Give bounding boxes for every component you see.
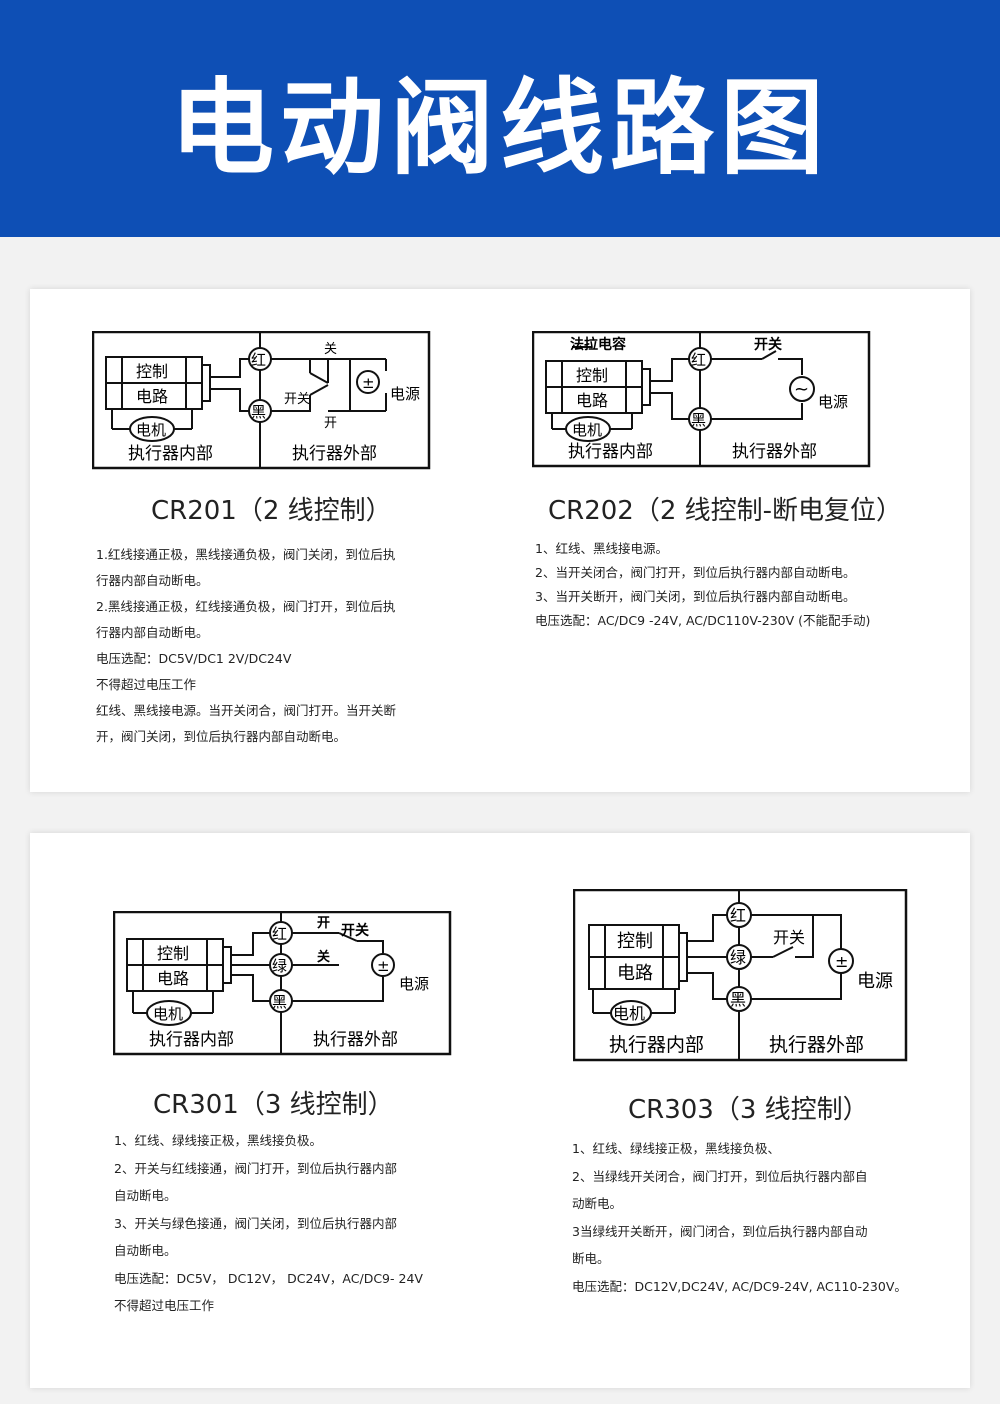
cr303-line: 3当绿线开关断开，阀门闭合，到位后执行器内部自动	[572, 1223, 868, 1239]
circuit-label: 电路	[576, 391, 608, 410]
cr303-line: 1、红线、绿线接正极，黑线接负极、	[572, 1141, 780, 1156]
close-label: 关	[317, 949, 330, 965]
cr201-diagram: 控制 电路 电机 执行器内部 执行器外部 红 黑 关 开 开关 ± 电源	[92, 331, 432, 471]
cr202-diagram-text: 法拉电容 控制 电路 电机 执行器内部 执行器外部 红 黑 开关 ~ 电源	[568, 336, 848, 462]
cr202-line: 2、当开关闭合，阀门打开，到位后执行器内部自动断电。	[535, 565, 856, 580]
motor-label: 电机	[572, 421, 602, 439]
header-banner: 电动阀线路图	[0, 0, 1000, 237]
cr301-title: CR301（3 线控制）	[153, 1090, 394, 1120]
cr201-line: 不得超过电压工作	[96, 677, 197, 692]
cr202-title: CR202（2 线控制-断电复位）	[548, 496, 903, 526]
super-cap-label: 法拉电容	[570, 336, 626, 353]
motor-label: 电机	[613, 1004, 645, 1023]
cr303-line: 电压选配：DC12V,DC24V, AC/DC9-24V, AC110-230V…	[572, 1278, 907, 1294]
ac-power-icon: ~	[794, 379, 809, 400]
red-wire-label: 红	[251, 351, 266, 369]
cr202-description: 1、红线、黑线接电源。 2、当开关闭合，阀门打开，到位后执行器内部自动断电。 3…	[535, 537, 870, 633]
power-label: 电源	[390, 385, 420, 403]
cr301-line: 自动断电。	[114, 1243, 177, 1258]
circuit-label: 电路	[157, 969, 189, 988]
inside-label: 执行器内部	[149, 1030, 234, 1050]
power-label: 电源	[399, 975, 429, 993]
power-label: 电源	[857, 971, 893, 992]
close-label: 关	[324, 342, 337, 357]
circuit-label: 电路	[617, 963, 653, 984]
cr303-diagram: 控制 电路 电机 执行器内部 执行器外部 红 绿 黑 开关 ± 电源	[573, 889, 909, 1063]
cr202-diagram: 法拉电容 控制 电路 电机 执行器内部 执行器外部 红 黑 开关 ~ 电源	[532, 331, 872, 471]
cr303-title: CR303（3 线控制）	[628, 1095, 869, 1125]
switch-label: 开关	[284, 392, 310, 407]
cr301-diagram: 控制 电路 电机 执行器内部 执行器外部 红 绿 黑 开 开关 关 ± 电源	[113, 911, 453, 1057]
control-label: 控制	[136, 362, 168, 381]
cr301-description: 1、红线、绿线接正极，黑线接负极。 2、开关与红线接通，阀门打开，到位后执行器内…	[114, 1127, 423, 1320]
cr202-line: 1、红线、黑线接电源。	[535, 541, 668, 556]
switch-label: 开关	[341, 922, 369, 939]
cr301-line: 不得超过电压工作	[114, 1298, 215, 1313]
black-wire-label: 黑	[251, 403, 266, 421]
motor-label: 电机	[136, 421, 166, 439]
cr303-diagram-text: 控制 电路 电机 执行器内部 执行器外部 红 绿 黑 开关 ± 电源	[609, 906, 893, 1056]
black-wire-label: 黑	[272, 993, 287, 1011]
control-label: 控制	[576, 366, 608, 385]
dc-power-icon: ±	[362, 374, 375, 392]
black-wire-label: 黑	[730, 990, 746, 1009]
control-label: 控制	[617, 931, 653, 952]
outside-label: 执行器外部	[313, 1030, 398, 1050]
wiring-card-bottom: 控制 电路 电机 执行器内部 执行器外部 红 绿 黑 开 开关 关 ± 电源 C…	[30, 833, 970, 1388]
cr301-line: 2、开关与红线接通，阀门打开，到位后执行器内部	[114, 1160, 397, 1176]
open-label: 开	[317, 916, 330, 931]
open-label: 开	[324, 416, 337, 431]
cr201-description: 1.红线接通正极，黑线接通负极，阀门关闭，到位后执 行器内部自动断电。 2.黑线…	[96, 542, 396, 750]
cr202-line: 3、当开关断开，阀门关闭，到位后执行器内部自动断电。	[535, 589, 856, 604]
cr301-line: 自动断电。	[114, 1188, 177, 1203]
black-wire-label: 黑	[691, 411, 706, 429]
cr201-line: 2.黑线接通正极，红线接通负极，阀门打开，到位后执	[96, 599, 396, 614]
switch-label: 开关	[754, 336, 782, 353]
cr201-title: CR201（2 线控制）	[151, 496, 392, 526]
switch-label: 开关	[773, 928, 805, 947]
cr201-line: 红线、黑线接电源。当开关闭合，阀门打开。当开关断	[96, 703, 397, 718]
cr303-line: 2、当绿线开关闭合，阀门打开，到位后执行器内部自	[572, 1168, 868, 1184]
cr301-diagram-text: 控制 电路 电机 执行器内部 执行器外部 红 绿 黑 开 开关 关 ± 电源	[149, 916, 429, 1050]
circuit-label: 电路	[136, 387, 168, 406]
cr303-line: 断电。	[572, 1251, 610, 1266]
inside-label: 执行器内部	[609, 1034, 704, 1056]
cr301-line: 3、开关与绿色接通，阀门关闭，到位后执行器内部	[114, 1215, 397, 1231]
cr201-line: 电压选配：DC5V/DC1 2V/DC24V	[96, 651, 292, 666]
motor-label: 电机	[153, 1005, 183, 1023]
red-wire-label: 红	[272, 925, 287, 943]
cr201-line: 行器内部自动断电。	[96, 625, 209, 640]
red-wire-label: 红	[730, 906, 746, 925]
green-wire-label: 绿	[730, 948, 746, 967]
cr303-description: 1、红线、绿线接正极，黑线接负极、 2、当绿线开关闭合，阀门打开，到位后执行器内…	[572, 1135, 907, 1300]
cr303-line: 动断电。	[572, 1196, 623, 1211]
cr202-line: 电压选配：AC/DC9 -24V, AC/DC110V-230V (不能配手动)	[535, 613, 871, 628]
inside-label: 执行器内部	[128, 444, 213, 464]
page-title: 电动阀线路图	[169, 67, 830, 189]
cr201-line: 行器内部自动断电。	[96, 573, 209, 588]
cr201-line: 1.红线接通正极，黑线接通负极，阀门关闭，到位后执	[96, 547, 396, 562]
outside-label: 执行器外部	[292, 444, 377, 464]
control-label: 控制	[157, 944, 189, 963]
dc-power-icon: ±	[835, 952, 848, 971]
cr201-diagram-text: 控制 电路 电机 执行器内部 执行器外部 红 黑 关 开 开关 ± 电源	[128, 342, 420, 464]
wiring-card-top: 控制 电路 电机 执行器内部 执行器外部 红 黑 关 开 开关 ± 电源 CR2…	[30, 289, 970, 792]
outside-label: 执行器外部	[769, 1034, 864, 1056]
cr201-line: 开，阀门关闭，到位后执行器内部自动断电。	[96, 729, 347, 744]
red-wire-label: 红	[691, 351, 706, 369]
cr301-line: 电压选配：DC5V， DC12V， DC24V，AC/DC9- 24V	[114, 1270, 423, 1286]
outside-label: 执行器外部	[732, 442, 817, 462]
green-wire-label: 绿	[272, 957, 287, 975]
inside-label: 执行器内部	[568, 442, 653, 462]
dc-power-icon: ±	[377, 957, 390, 975]
power-label: 电源	[818, 393, 848, 411]
cr301-line: 1、红线、绿线接正极，黑线接负极。	[114, 1133, 322, 1148]
